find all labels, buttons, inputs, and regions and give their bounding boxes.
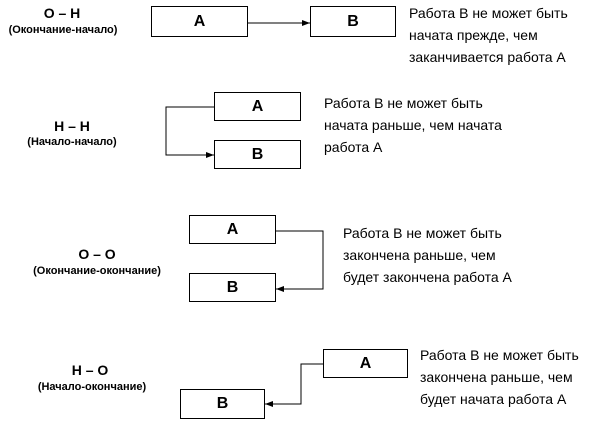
relation-code: Н – Н: [54, 118, 90, 134]
relation-code: О – Н: [43, 5, 81, 21]
arrow-ff: [276, 230, 324, 292]
relation-name: (Окончание-окончание): [33, 265, 161, 277]
task-box-a: А: [323, 349, 408, 378]
relation-description: Работа В не может быть начата раньше, че…: [324, 95, 502, 155]
task-box-a: А: [189, 215, 276, 244]
relation-description: Работа В не может быть начата прежде, че…: [409, 5, 568, 65]
task-box-b: В: [180, 389, 265, 419]
relation-description: Работа В не может быть закончена раньше,…: [420, 347, 579, 407]
task-box-b: В: [310, 6, 396, 37]
task-box-b: В: [214, 140, 301, 169]
arrow-ss: [165, 106, 214, 158]
relation-code: О – О: [78, 246, 116, 262]
relation-name: (Начало-начало): [27, 136, 117, 148]
task-box-a: А: [214, 92, 301, 121]
relation-description: Работа В не может быть закончена раньше,…: [343, 225, 512, 285]
task-box-b: В: [189, 273, 276, 302]
relation-name: (Начало-окончание): [37, 381, 147, 393]
relation-name: (Окончание-начало): [8, 24, 118, 36]
relation-code: Н – О: [71, 362, 109, 378]
arrow-sf: [265, 363, 323, 407]
task-box-a: А: [151, 6, 248, 37]
